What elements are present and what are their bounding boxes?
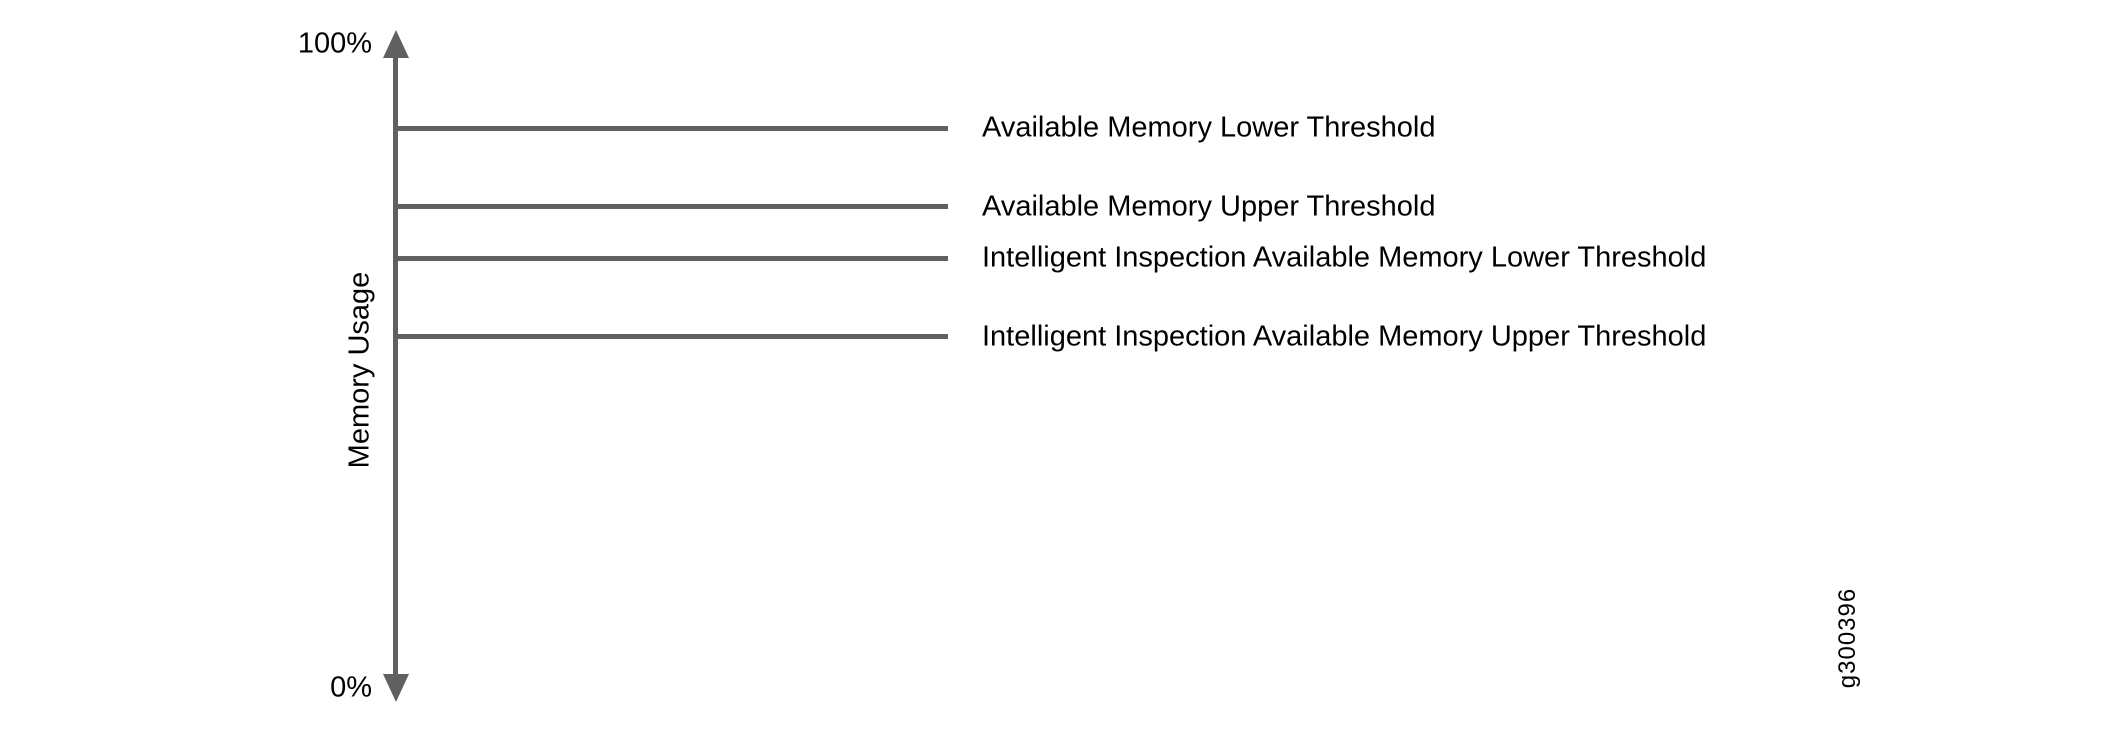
y-axis-title: Memory Usage xyxy=(343,271,376,469)
threshold-line-available-memory-upper xyxy=(395,204,948,209)
threshold-label-ii-available-memory-upper: Intelligent Inspection Available Memory … xyxy=(982,320,1707,353)
threshold-label-available-memory-lower: Available Memory Lower Threshold xyxy=(982,111,1436,144)
axis-arrow-down-icon xyxy=(383,674,409,702)
axis-arrow-up-icon xyxy=(383,30,409,58)
axis-tick-0: 0% xyxy=(330,671,372,704)
threshold-line-ii-available-memory-lower xyxy=(395,256,948,261)
threshold-label-available-memory-upper: Available Memory Upper Threshold xyxy=(982,190,1436,223)
threshold-line-available-memory-lower xyxy=(395,126,948,131)
axis-tick-100: 100% xyxy=(297,27,372,60)
figure-id: g300396 xyxy=(1834,587,1861,689)
y-axis-line xyxy=(393,48,398,680)
threshold-line-ii-available-memory-upper xyxy=(395,334,948,339)
threshold-label-ii-available-memory-lower: Intelligent Inspection Available Memory … xyxy=(982,241,1707,274)
